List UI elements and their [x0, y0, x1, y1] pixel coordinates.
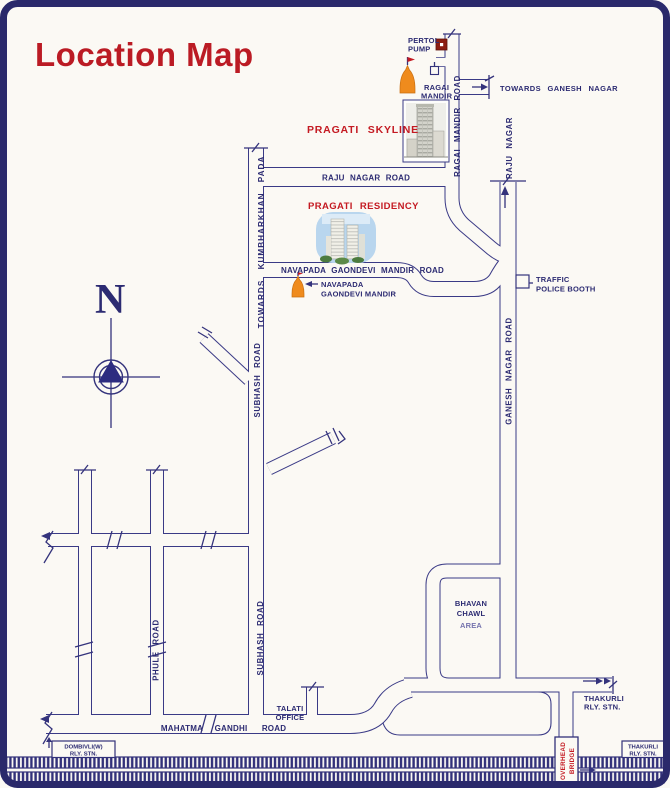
bhavan-chawl-label-3: AREA	[460, 621, 482, 630]
dombivli-station-rly: RLY. STN.	[70, 751, 98, 757]
ganesh-nagar-road-label: GANESH NAGAR ROAD	[505, 317, 514, 424]
raju-nagar-label: RAJU NAGAR	[505, 117, 514, 179]
dombivli-station-name: DOMBIVLI(W)	[64, 745, 102, 751]
road-markers	[40, 28, 618, 773]
navapada-mandir-label-1: NAVAPADA	[321, 280, 364, 289]
petrol-pump-label-1: PERTOL	[408, 36, 440, 45]
road-casings	[46, 34, 612, 739]
bhavan-chawl-label-1: BHAVAN	[455, 599, 487, 608]
thakurli-direction-label-2: RLY. STN.	[584, 703, 621, 712]
petrol-pump-icon	[429, 38, 448, 76]
bhavan-chawl-label-2: CHAWL	[457, 609, 486, 618]
navapada-mandir-label-2: GAONDEVI MANDIR	[321, 290, 396, 299]
subhash-road-upper-label: SUBHASH ROAD	[253, 343, 262, 418]
ragai-mandir-label-1: RAGAI	[424, 83, 449, 92]
petrol-pump-label-2: PUMP	[408, 45, 430, 54]
page-title: Location Map	[35, 36, 254, 73]
overhead-bridge-word1: OVERHEAD	[560, 742, 567, 780]
compass-rose-icon: N	[62, 277, 160, 428]
thakurli-station-box: THAKURLI RLY. STN.	[621, 740, 665, 759]
traffic-booth-label-1: TRAFFIC	[536, 275, 570, 284]
overhead-bridge-word2: BRIDGE	[569, 748, 576, 774]
pragati-skyline-photo	[402, 99, 450, 163]
ragai-mandir-road-label: RAGAI MANDIR ROAD	[453, 75, 462, 177]
pragati-residency-label: PRAGATI RESIDENCY	[308, 201, 419, 212]
pragati-skyline-label: PRAGATI SKYLINE	[307, 124, 419, 136]
ragai-temple-icon	[399, 57, 416, 94]
towards-kumbharkhan-pada-label: TOWARDS KUMBHARKHAN PADA	[257, 156, 266, 329]
dombivli-station-box: DOMBIVLI(W) RLY. STN.	[51, 740, 116, 759]
compass-north-letter: N	[95, 277, 125, 323]
talati-office-label-1: TALATI	[277, 704, 304, 713]
thakurli-station-rly: RLY. STN.	[629, 751, 657, 757]
talati-office-label-2: OFFICE	[276, 713, 305, 722]
ragai-mandir-label-2: MANDIR	[421, 92, 453, 101]
raju-nagar-road-label: RAJU NAGAR ROAD	[322, 174, 410, 183]
overhead-bridge-box: OVERHEAD BRIDGE	[554, 736, 579, 786]
mahatma-label: MAHATMA	[161, 724, 203, 733]
mg-road-word-label: ROAD	[262, 724, 286, 733]
pragati-residency-photo	[316, 212, 376, 265]
thakurli-direction-label-1: THAKURLI	[584, 694, 624, 703]
thakurli-station-name: THAKURLI	[628, 745, 658, 751]
towards-ganesh-nagar-label: TOWARDS GANESH NAGAR	[500, 84, 618, 93]
road-fills	[46, 34, 612, 739]
navapada-temple-icon	[291, 272, 305, 298]
gandhi-label: GANDHI	[215, 724, 248, 733]
traffic-booth-icon	[515, 274, 530, 289]
navapada-gaondevi-mandir-road-label: NAVAPADA GAONDEVI MANDIR ROAD	[281, 266, 444, 275]
traffic-booth-label-2: POLICE BOOTH	[536, 285, 596, 294]
subhash-road-lower-label: SUBHASH ROAD	[256, 601, 265, 676]
phule-road-label: PHULE ROAD	[152, 619, 161, 681]
